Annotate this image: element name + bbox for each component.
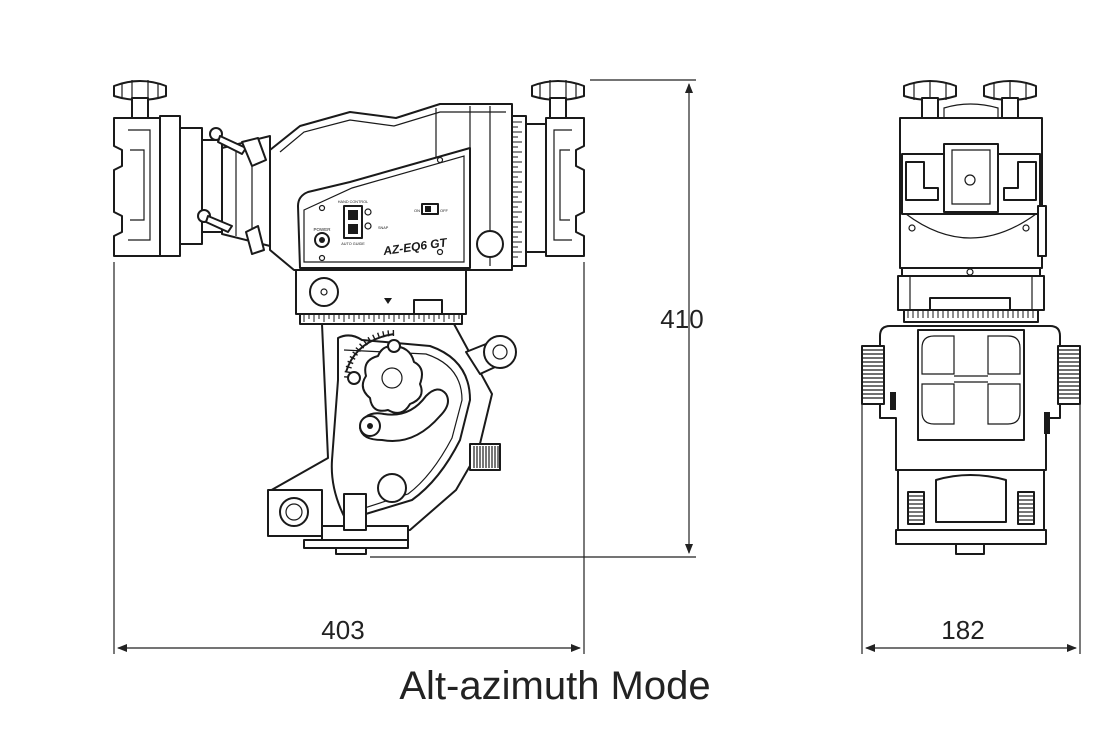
side-knob-right [983, 80, 1037, 119]
left-clamp-knob [113, 80, 167, 119]
dimension-width-side: 182 [941, 615, 984, 645]
ra-setting-circle [511, 115, 527, 267]
left-dovetail-saddle [113, 115, 203, 257]
panel-snap-label: SNAP [378, 226, 389, 230]
panel-on-label: ON [414, 208, 420, 213]
caption: Alt-azimuth Mode [399, 664, 711, 708]
right-dovetail-saddle [525, 117, 585, 257]
front-view [113, 80, 585, 555]
azimuth-body [295, 269, 467, 325]
panel-auto-guide-label: AUTO GUIDE [341, 242, 365, 246]
panel-power-label: POWER [313, 227, 331, 232]
altitude-bracket [267, 323, 517, 555]
panel-hand-control-label: HAND CONTROL [338, 200, 368, 204]
right-clamp-knob [531, 80, 585, 119]
dimension-lines [113, 79, 1081, 654]
side-view [861, 80, 1081, 555]
altitude-lock-knob [347, 339, 423, 414]
dimension-height: 410 [660, 304, 703, 334]
panel-off-label: OFF [440, 208, 449, 213]
main-housing [269, 103, 513, 271]
left-axis-assembly [197, 127, 271, 255]
dimension-width-front: 403 [321, 615, 364, 645]
side-knob-left [903, 80, 957, 119]
